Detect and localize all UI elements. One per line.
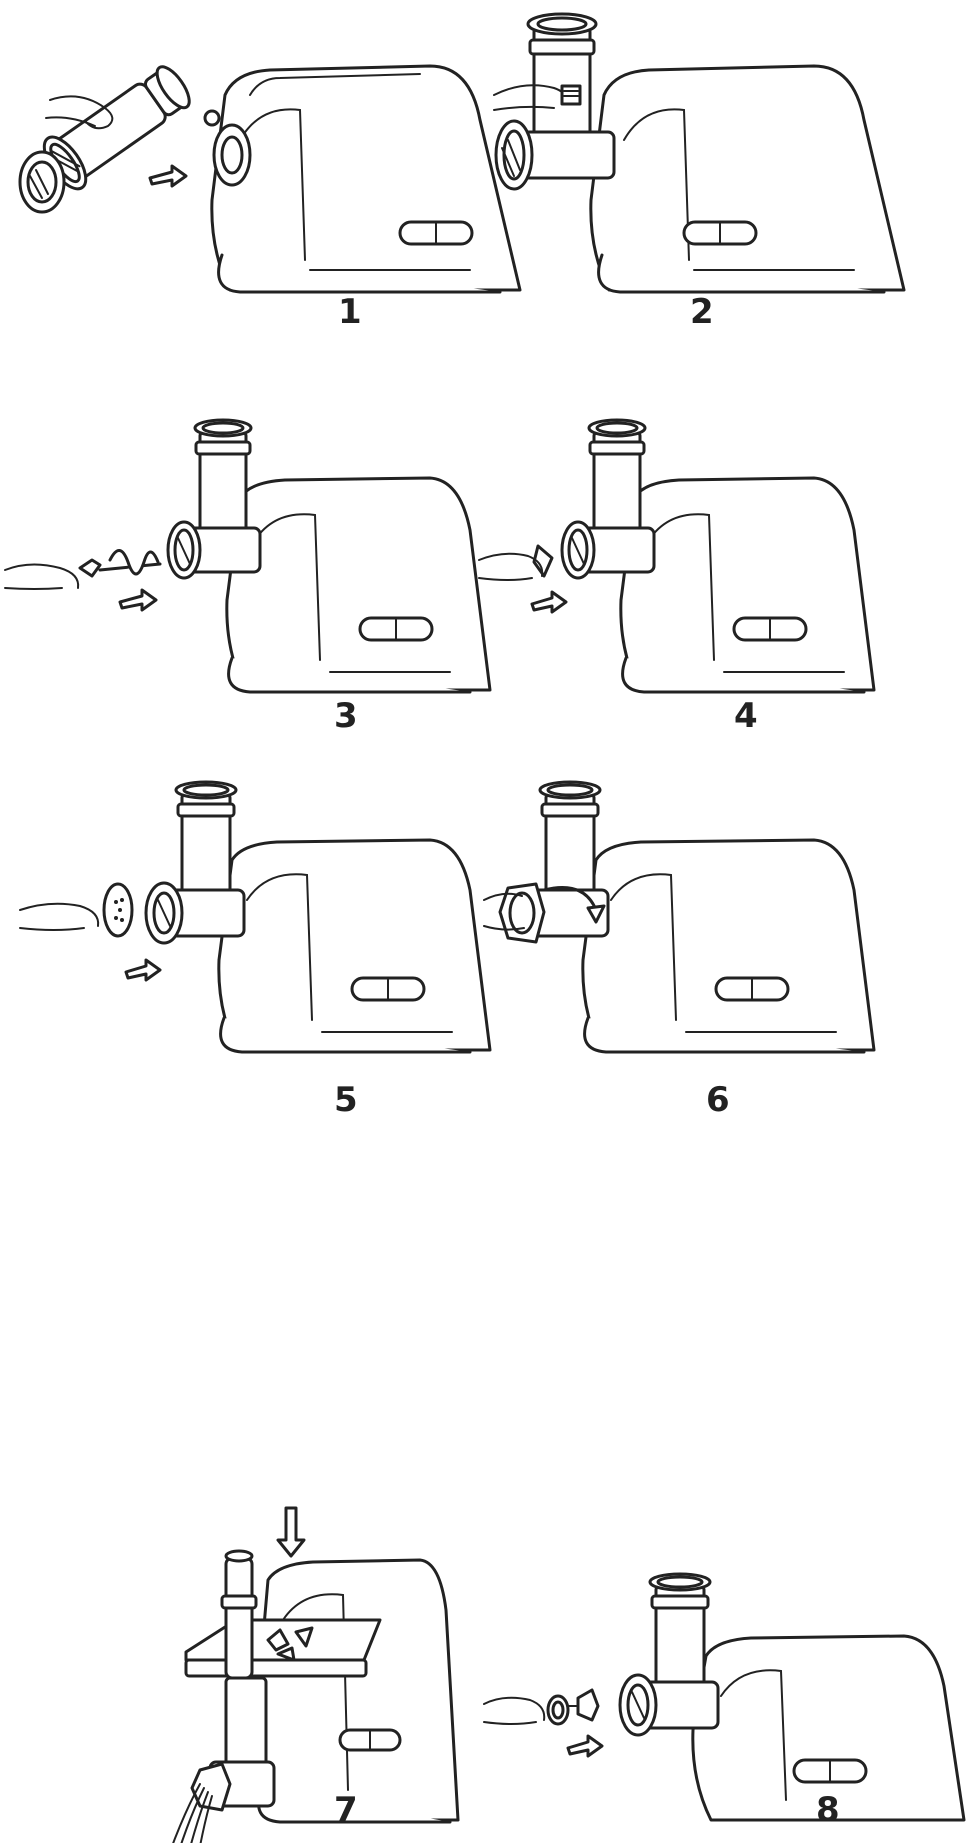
step-number: 1 [338, 292, 362, 332]
step-number: 7 [334, 1790, 358, 1830]
step-3-panel: 3 [0, 400, 492, 740]
step-number: 2 [690, 292, 714, 332]
meat-grinder-ring-lock-illustration [483, 780, 876, 1054]
step-number: 4 [734, 696, 758, 736]
step-number: 5 [334, 1080, 358, 1120]
step-number: 3 [334, 696, 358, 736]
step-4-panel: 4 [478, 400, 968, 740]
meat-grinder-tube-attach-illustration [493, 12, 906, 294]
step-8-panel: 8 [483, 1120, 968, 1843]
meat-grinder-blade-insert-illustration [478, 418, 876, 694]
meat-grinder-plate-insert-illustration [19, 780, 492, 1054]
step-number: 6 [706, 1080, 730, 1120]
step-1-panel: 1 [0, 0, 522, 400]
meat-grinder-screw-insert-illustration [4, 418, 492, 694]
step-2-panel: 2 [484, 0, 968, 400]
meat-grinder-mincing-illustration [172, 1506, 460, 1843]
step-number: 8 [816, 1790, 840, 1830]
step-7-panel: 7 [0, 1120, 484, 1843]
step-5-panel: 5 [0, 740, 492, 1120]
step-6-panel: 6 [483, 740, 968, 1120]
meat-grinder-sausage-attach-illustration [483, 1572, 966, 1822]
meat-grinder-body-illustration [18, 64, 522, 294]
